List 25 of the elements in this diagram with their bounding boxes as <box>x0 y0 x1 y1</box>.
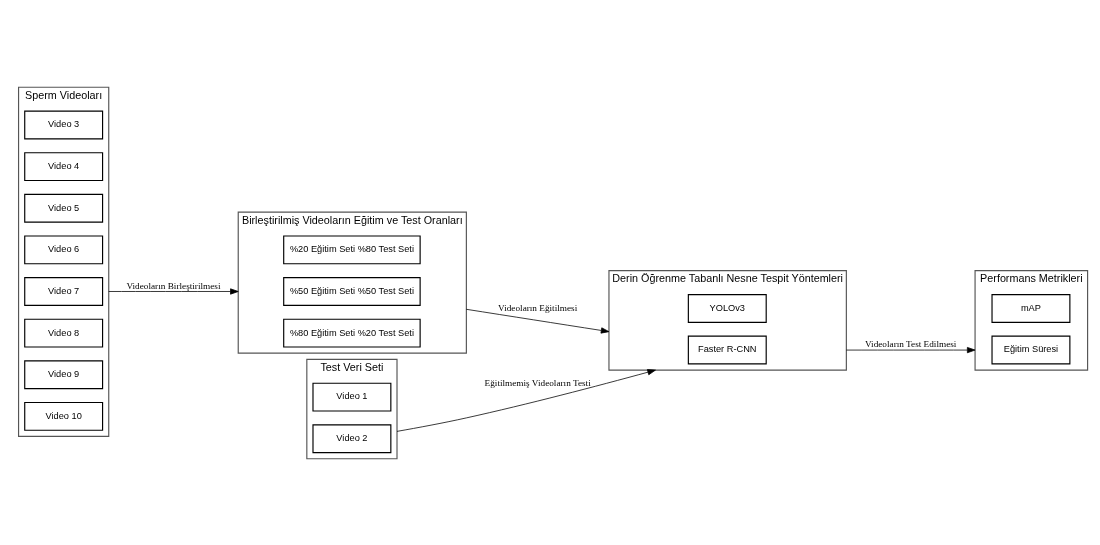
node-box: Video 3 <box>24 110 104 139</box>
arrow <box>466 308 610 333</box>
node-box: Video 2 <box>312 423 392 453</box>
node-box: Video 10 <box>24 401 104 431</box>
node-box: Video 4 <box>24 151 104 181</box>
node-box: %80 Eğitim Seti %20 Test Seti <box>283 318 421 348</box>
node-box: Video 1 <box>312 382 392 412</box>
node-box: mAP <box>991 293 1071 323</box>
edge-label: Videoların Test Edilmesi <box>864 338 957 349</box>
node-box: Video 8 <box>24 318 104 348</box>
node-box: YOLOv3 <box>687 293 767 323</box>
node-box: Video 7 <box>24 276 104 306</box>
node-box: Eğitim Süresi <box>991 335 1071 365</box>
arrow <box>396 368 656 432</box>
node-box: %20 Eğitim Seti %80 Test Seti <box>283 234 421 264</box>
node-box: Faster R-CNN <box>687 335 767 365</box>
edge-label: Videoların Eğitilmesi <box>498 302 578 313</box>
node-box: Video 6 <box>24 234 104 264</box>
arrow <box>845 346 976 353</box>
node-box: %50 Eğitim Seti %50 Test Seti <box>283 276 421 306</box>
node-box: Video 9 <box>24 359 104 389</box>
edge-label: Eğitilmemiş Videoların Testi <box>484 377 591 388</box>
arrow <box>108 287 239 295</box>
edge-label: Videoların Birleştirilmesi <box>126 280 221 291</box>
node-box: Video 5 <box>24 193 104 223</box>
